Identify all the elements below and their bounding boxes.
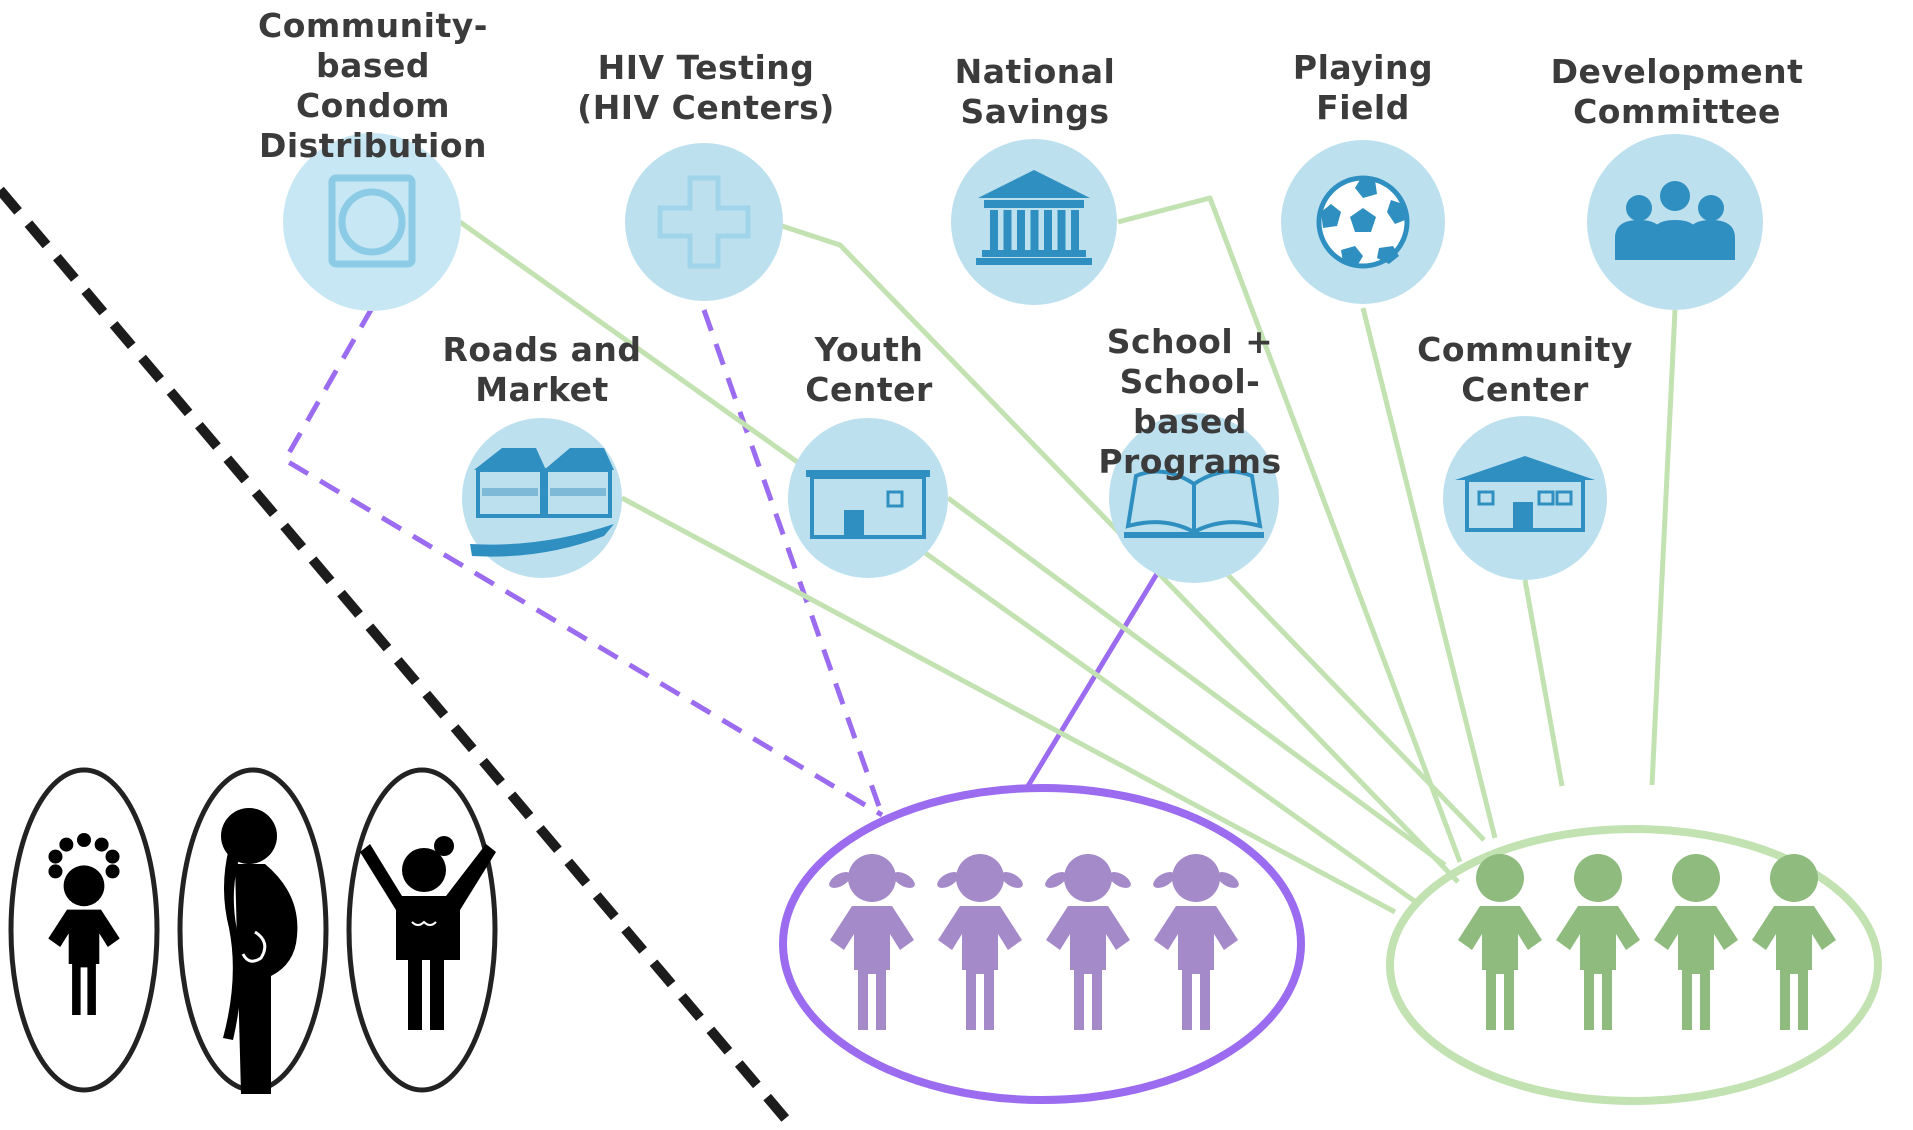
label-roads: Roads and Market: [442, 330, 642, 409]
divider-dashed-line: [0, 186, 799, 1130]
node-youth: [788, 418, 948, 578]
open-book-icon: [1124, 469, 1264, 538]
label-condom: Community-based Condom Distribution: [258, 6, 488, 165]
market-stalls-icon: [470, 448, 614, 557]
bank-building-icon: [976, 170, 1092, 265]
connection-community-to-boys: [1522, 579, 1565, 787]
pregnant-girl-silhouette-icon: [177, 767, 329, 1094]
connection-school-to-girls: [1025, 570, 1161, 788]
node-circle: [625, 143, 783, 301]
connection-condom-to-boys: [458, 219, 1422, 908]
node-condom: [283, 133, 461, 311]
girls-group-ellipse: [779, 784, 1305, 1104]
connection-hiv-to-boys: [781, 223, 1460, 884]
excluded-figures: [8, 767, 498, 1094]
label-field: Playing Field: [1292, 48, 1434, 127]
connections: [282, 195, 1678, 915]
label-hiv: HIV Testing (HIV Centers): [577, 48, 835, 127]
group-people-icon: [1615, 181, 1735, 260]
connection-savings-to-boys: [1117, 195, 1463, 863]
connection-youth-to-boys: [946, 495, 1447, 868]
boys-group-icon: [1386, 825, 1882, 1105]
node-circle: [283, 133, 461, 311]
youth-center-building-icon: [806, 470, 930, 539]
label-community: Community Center: [1417, 330, 1633, 409]
node-field: [1281, 140, 1445, 304]
connection-school-to-boys: [1226, 573, 1486, 842]
service-nodes: [283, 133, 1763, 583]
label-savings: National Savings: [954, 52, 1116, 131]
condom-icon: [328, 174, 416, 268]
node-savings: [951, 139, 1117, 305]
node-community: [1443, 416, 1607, 580]
node-committee: [1587, 134, 1763, 310]
label-committee: Development Committee: [1550, 52, 1804, 131]
label-school: School + School- based Programs: [1098, 322, 1282, 481]
child-waving-silhouette-icon: [346, 767, 498, 1093]
girl-silhouette-icon: [8, 767, 160, 1093]
connection-roads-to-boys: [620, 495, 1397, 915]
node-school: [1109, 413, 1279, 583]
connection-hiv-to-girls: [701, 309, 885, 816]
connection-committee-to-boys: [1649, 309, 1678, 786]
label-youth: Youth Center: [805, 330, 933, 409]
connection-field-to-boys: [1360, 307, 1498, 839]
boys-group-ellipse: [1386, 825, 1882, 1105]
node-circle: [1443, 416, 1607, 580]
girls-group-icon: [779, 784, 1305, 1104]
node-roads: [462, 418, 622, 578]
medical-cross-icon: [657, 175, 751, 269]
community-house-icon: [1455, 456, 1595, 532]
node-hiv: [625, 143, 783, 301]
soccer-ball-icon: [1316, 175, 1410, 269]
